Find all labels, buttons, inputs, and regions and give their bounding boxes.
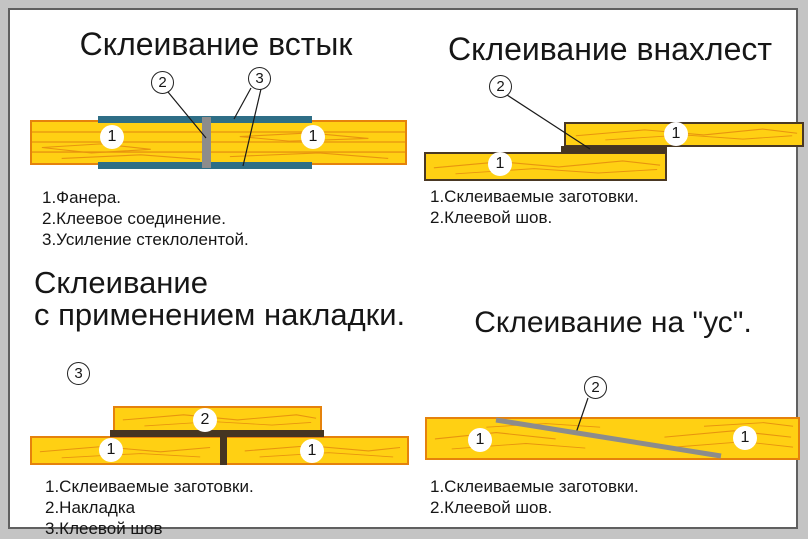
- legend-line: 1.Склеиваемые заготовки.: [45, 477, 254, 496]
- legend-line: 3.Усиление стеклолентой.: [42, 230, 249, 249]
- title-lap-gluing: Склеивание внахлест: [447, 31, 773, 67]
- legend-scarf: 1.Склеиваемые заготовки. 2.Клеевой шов.: [430, 476, 639, 518]
- legend-line: 2.Клеевой шов.: [430, 498, 553, 517]
- title-butt-gluing: Склеивание встык: [79, 26, 353, 62]
- diagram-sheet: Склеивание встык 1 1 2 3 1.Фанера. 2.Кле…: [8, 8, 804, 538]
- legend-line: 1.Фанера.: [42, 188, 122, 207]
- board-lap-lower: [424, 152, 667, 181]
- legend-lap: 1.Склеиваемые заготовки. 2.Клеевой шов.: [430, 186, 639, 228]
- wood-grain-decoration: [575, 128, 798, 141]
- marker-butt-right-board: 1: [301, 125, 325, 149]
- legend-line: 3.Клеевой шов: [45, 519, 163, 538]
- title-pad-gluing-line1: Склеивание: [34, 265, 208, 300]
- title-pad-gluing-line2: с применением накладки.: [34, 297, 406, 332]
- marker-lap-lower-board: 1: [488, 152, 512, 176]
- pad-board: [113, 406, 322, 433]
- callout-pad-glue-seam: 3: [67, 362, 90, 385]
- marker-scarf-left-board: 1: [468, 428, 492, 452]
- legend-line: 1.Склеиваемые заготовки.: [430, 477, 639, 496]
- glue-seam-pad-vertical: [220, 436, 227, 465]
- marker-scarf-right-board: 1: [733, 426, 757, 450]
- wood-grain-decoration: [39, 445, 401, 459]
- wood-grain-decoration: [122, 414, 317, 427]
- marker-butt-left-board: 1: [100, 125, 124, 149]
- legend-butt: 1.Фанера. 2.Клеевое соединение. 3.Усилен…: [42, 187, 249, 250]
- glue-joint-strip: [202, 117, 211, 168]
- marker-lap-upper-board: 1: [664, 122, 688, 146]
- legend-pad: 1.Склеиваемые заготовки. 2.Накладка 3.Кл…: [45, 476, 254, 539]
- glue-seam-pad-horizontal: [110, 430, 324, 437]
- marker-pad-left-board: 1: [99, 438, 123, 462]
- legend-line: 2.Накладка: [45, 498, 136, 517]
- marker-pad-board: 2: [193, 408, 217, 432]
- legend-line: 1.Склеиваемые заготовки.: [430, 187, 639, 206]
- callout-scarf-glue-seam: 2: [584, 376, 607, 399]
- legend-line: 2.Клеевое соединение.: [42, 209, 226, 228]
- wood-grain-decoration: [32, 131, 405, 160]
- callout-butt-tape: 3: [248, 67, 271, 90]
- plywood-board-butt: [30, 120, 407, 165]
- legend-line: 2.Клеевой шов.: [430, 208, 553, 227]
- callout-butt-glue-joint: 2: [151, 71, 174, 94]
- callout-lap-glue-seam: 2: [489, 75, 512, 98]
- marker-pad-right-board: 1: [300, 439, 324, 463]
- boards-pad-lower: [30, 436, 409, 465]
- wood-grain-decoration: [433, 160, 661, 175]
- title-scarf-gluing: Склеивание на "ус".: [474, 306, 752, 339]
- glue-seam-lap: [561, 146, 667, 153]
